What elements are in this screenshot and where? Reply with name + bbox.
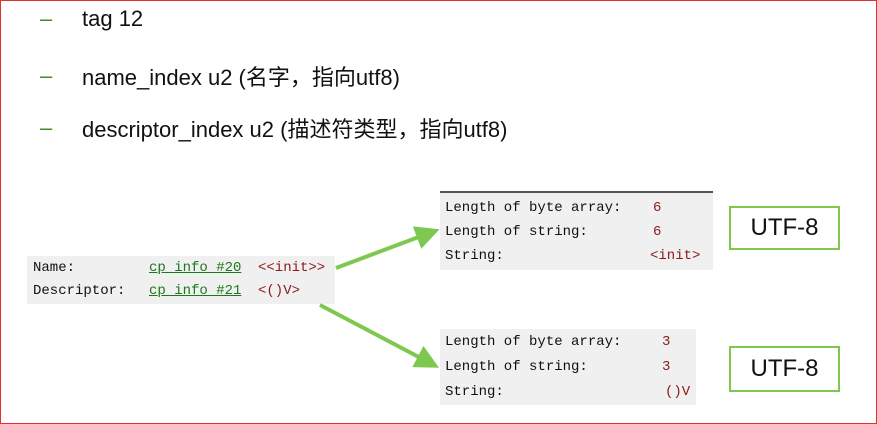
name-label: Name:	[33, 260, 76, 276]
bullet-text: descriptor_index u2 (描述符类型，指向utf8)	[82, 117, 508, 142]
name-link[interactable]: cp info #20	[149, 260, 242, 276]
bullet-tag: – tag 12	[40, 6, 143, 32]
string-label: String:	[445, 384, 504, 400]
utf8-label-top: UTF-8	[729, 206, 840, 250]
string-length-value: 6	[653, 224, 662, 240]
bullet-name-index: – name_index u2 (名字，指向utf8)	[40, 60, 400, 92]
arrow-to-descriptor-utf8	[319, 303, 440, 368]
bullet-descriptor-index: – descriptor_index u2 (描述符类型，指向utf8)	[40, 112, 507, 144]
utf8-descriptor-panel: Length of byte array: 3 Length of string…	[440, 329, 696, 405]
string-value: ()V	[665, 384, 691, 400]
byte-array-label: Length of byte array:	[445, 334, 622, 350]
utf8-label-bottom: UTF-8	[729, 346, 840, 392]
arrow-to-name-utf8	[335, 226, 440, 270]
string-length-label: Length of string:	[445, 224, 588, 240]
string-label: String:	[445, 248, 504, 264]
descriptor-link[interactable]: cp info #21	[149, 283, 242, 299]
bullet-marker: –	[40, 115, 53, 140]
bullet-text: tag 12	[82, 6, 144, 31]
descriptor-label: Descriptor:	[33, 283, 126, 299]
string-length-label: Length of string:	[445, 359, 588, 375]
utf8-name-panel: Length of byte array: 6 Length of string…	[440, 191, 713, 270]
bullet-marker: –	[40, 63, 53, 88]
string-value: <init>	[650, 248, 701, 264]
bullet-text: name_index u2 (名字，指向utf8)	[82, 65, 400, 90]
string-length-value: 3	[662, 359, 671, 375]
byte-array-label: Length of byte array:	[445, 200, 622, 216]
byte-array-value: 6	[653, 200, 662, 216]
descriptor-value: <()V>	[258, 283, 301, 299]
byte-array-value: 3	[662, 334, 671, 350]
name-value: <<init>>	[258, 260, 326, 276]
bullet-marker: –	[40, 6, 53, 31]
method-ref-panel: Name: cp info #20 <<init>> Descriptor: c…	[27, 256, 335, 304]
